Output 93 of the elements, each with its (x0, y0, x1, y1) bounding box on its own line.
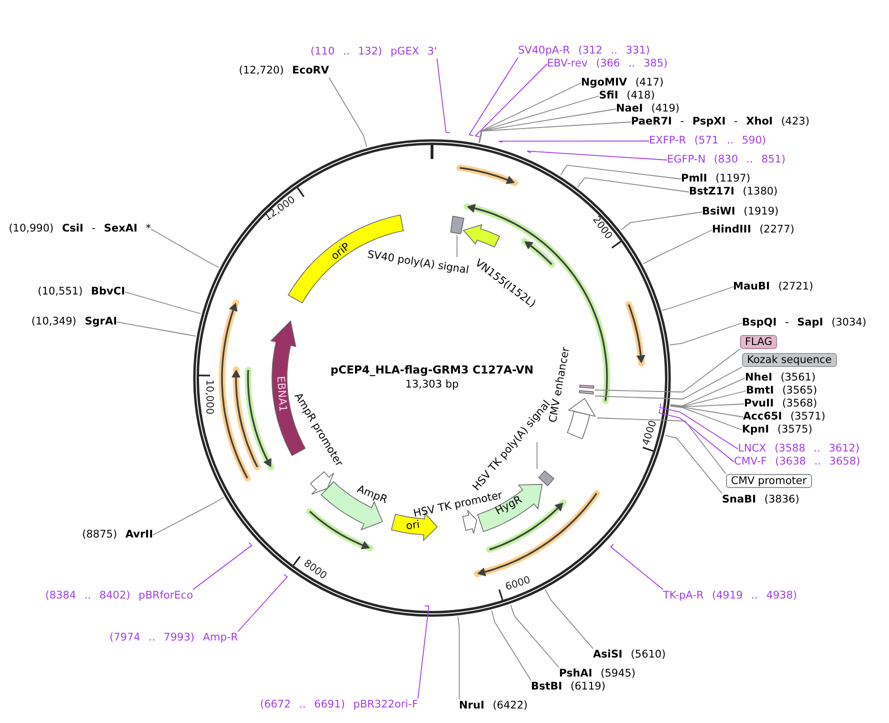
leader-line (418, 605, 430, 699)
leader-line (544, 589, 594, 649)
restriction-site-label: PshAI (5945) (559, 668, 636, 680)
restriction-site-label: SfiI (418) (599, 90, 655, 102)
plasmid-name: pCEP4_HLA-flag-GRM3 C127A-VN (330, 364, 534, 376)
primer-label: CMV-F (3638 .. 3658) (734, 456, 860, 468)
restriction-site-label: NgoMIV (417) (581, 76, 664, 90)
primer-label: EBV-rev (366 .. 385) (547, 58, 668, 70)
plasmid-size: 13,303 bp (405, 378, 459, 392)
leader-line (662, 286, 734, 311)
primer-label: (110 .. 132) pGEX 3' (310, 46, 437, 58)
feature-wedge (567, 397, 597, 418)
feature-label: oriP (329, 240, 353, 264)
restriction-site-label: (10,349) SgrAI (31, 316, 117, 328)
restriction-site-label: NaeI (419) (616, 102, 680, 116)
feature-box (449, 215, 465, 235)
leader-line (620, 212, 702, 230)
primer-label: (6672 .. 6691) pBR322ori-F (260, 698, 418, 712)
leader-line (642, 230, 712, 264)
leader-line (478, 108, 616, 144)
primer-label: SV40pA-R (312 .. 331) (518, 44, 650, 58)
leader-line (670, 406, 742, 430)
scale-label: 6000 (504, 574, 532, 594)
leader-line (456, 234, 458, 258)
restriction-site-label: (8875) AvrII (82, 528, 153, 542)
leader-line (116, 322, 196, 337)
leader-line (664, 434, 722, 494)
restriction-site-label: MauBI (2721) (733, 280, 814, 294)
leader-line (670, 404, 744, 408)
restriction-site-label: HindIII (2277) (712, 224, 794, 236)
leader-line (526, 150, 668, 160)
leader-line (468, 57, 518, 136)
restriction-site-label: PvuII (3568) (744, 398, 818, 410)
leader-line (478, 96, 600, 144)
feature-label: EBNA1 (273, 376, 289, 412)
feature-label: AmpR (355, 483, 389, 507)
restriction-site-label: (10,551) BbvCI (38, 286, 125, 298)
leader-line (192, 542, 252, 590)
restriction-site-label: BsiWI (1919) (702, 206, 779, 218)
leader-line (669, 322, 742, 346)
restriction-site-label: PmlI (1197) (681, 172, 750, 186)
leader-line (150, 228, 220, 268)
leader-line (328, 77, 368, 148)
leader-line (510, 604, 560, 668)
leader-line (238, 574, 288, 632)
leader-line (596, 418, 726, 474)
leader-line (498, 140, 650, 143)
primer-label: EXFP-R (571 .. 590) (649, 134, 766, 148)
primer-label: (7974 .. 7993) Amp-R (110, 632, 238, 644)
scale-label: 10,000 (202, 380, 216, 414)
restriction-site-label: PaeR7I - PspXI - XhoI (423) (631, 116, 810, 128)
leader-line (670, 390, 746, 407)
leader-line (436, 58, 450, 134)
restriction-site-label: KpnI (3575) (742, 424, 812, 436)
restriction-site-label: BstBI (6119) (531, 680, 606, 694)
primer-label: EGFP-N (830 .. 851) (667, 154, 786, 166)
leader-line (478, 82, 582, 144)
restriction-site-label: (12,720) EcoRV (238, 64, 329, 78)
feature-mark (578, 384, 595, 390)
leader-line (560, 164, 682, 180)
feature-box (537, 469, 555, 487)
restriction-site-label: SnaBI (3836) (722, 494, 800, 506)
leader-line (594, 348, 740, 392)
primer-label: (8384 .. 8402) pBRforEco (45, 590, 193, 602)
leader-line (670, 378, 746, 406)
leader-line (124, 292, 202, 314)
leader-line (152, 496, 224, 536)
feature-label: ori (405, 518, 421, 534)
restriction-site-label: BspQI - SapI (3034) (742, 316, 866, 330)
leader-line (658, 408, 734, 462)
scale-label: 4000 (640, 418, 660, 447)
restriction-site-label: (10,990) CsiI - SexAI* (8, 222, 151, 236)
leader-line (670, 405, 744, 418)
leader-line (594, 366, 742, 400)
leader-line (660, 403, 738, 450)
feature-tag: FLAG (740, 335, 778, 349)
feature-label: SV40 poly(A) signal (366, 248, 470, 278)
leader-line (474, 64, 548, 138)
restriction-site-label: NheI (3561) (745, 372, 816, 384)
restriction-site-label: BstZ17I (1380) (689, 186, 778, 198)
leader-line (610, 544, 664, 590)
primer-label: TK-pA-R (4919 .. 4938) (663, 590, 798, 602)
feature-tag: CMV promoter (726, 474, 812, 488)
primer-label: LNCX (3588 .. 3612) (738, 442, 860, 456)
leader-line (479, 122, 632, 144)
restriction-site-label: AsiSI (5610) (593, 648, 666, 662)
feature-tag: Kozak sequence (742, 353, 837, 367)
leader-line (491, 610, 532, 681)
leader-line (577, 177, 690, 192)
restriction-site-label: BmtI (3565) (746, 384, 818, 398)
restriction-site-label: Acc65I (3571) (743, 410, 826, 424)
restriction-site-label: NruI (6422) (459, 700, 528, 712)
leader-line (458, 616, 460, 700)
